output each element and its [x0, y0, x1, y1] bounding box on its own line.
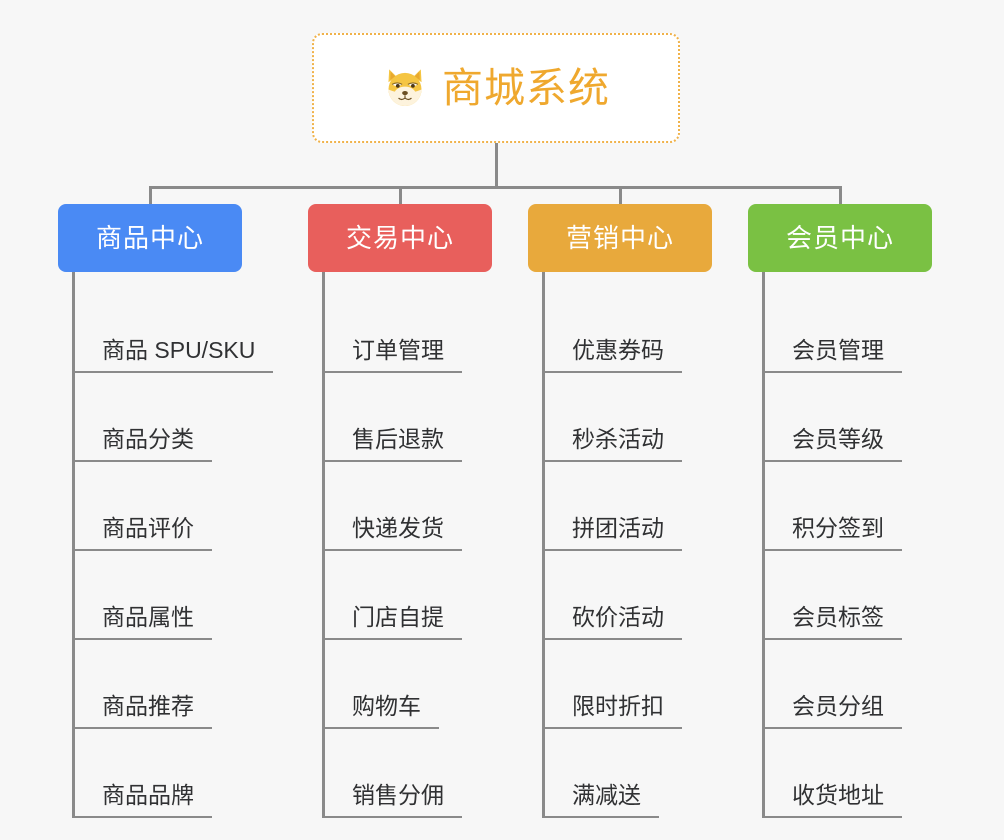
leaf-item-label: 商品分类	[72, 428, 212, 462]
leaf-item-label: 购物车	[322, 695, 439, 729]
leaf-item[interactable]: 限时折扣	[542, 640, 682, 729]
leaf-item-label: 快递发货	[322, 517, 462, 551]
root-stem	[495, 143, 498, 186]
leaf-item-label: 售后退款	[322, 428, 462, 462]
leaf-item-label: 满减送	[542, 784, 659, 818]
leaf-item-label: 砍价活动	[542, 606, 682, 640]
leaf-item-label: 会员标签	[762, 606, 902, 640]
leaf-item-label: 商品 SPU/SKU	[72, 339, 274, 373]
leaf-spine	[542, 284, 545, 818]
leaf-item[interactable]: 售后退款	[322, 373, 462, 462]
leaf-item[interactable]: 订单管理	[322, 284, 462, 373]
category-label: 营销中心	[565, 223, 674, 253]
leaf-item-label: 收货地址	[762, 784, 902, 818]
leaf-item-label: 会员管理	[762, 339, 902, 373]
leaf-item[interactable]: 砍价活动	[542, 551, 682, 640]
leaf-item[interactable]: 快递发货	[322, 462, 462, 551]
leaf-item[interactable]: 积分签到	[762, 462, 902, 551]
leaf-stem-3	[542, 272, 545, 284]
category-box-4[interactable]: 会员中心	[748, 204, 932, 272]
leaf-item[interactable]: 购物车	[322, 640, 439, 729]
branch-stem-3	[619, 186, 622, 204]
leaf-item-label: 商品属性	[72, 606, 212, 640]
leaf-item[interactable]: 满减送	[542, 729, 659, 818]
leaf-item-label: 商品品牌	[72, 784, 212, 818]
leaf-item-label: 会员分组	[762, 695, 902, 729]
leaf-item[interactable]: 商品推荐	[72, 640, 212, 729]
leaf-item-label: 商品评价	[72, 517, 212, 551]
category-label: 交易中心	[345, 223, 454, 253]
leaf-item[interactable]: 商品属性	[72, 551, 212, 640]
leaf-item[interactable]: 会员分组	[762, 640, 902, 729]
leaf-stem-2	[322, 272, 325, 284]
leaf-item-label: 商品推荐	[72, 695, 212, 729]
leaf-item[interactable]: 会员管理	[762, 284, 902, 373]
horizontal-bus	[150, 186, 840, 189]
category-label: 会员中心	[785, 223, 894, 253]
leaf-item[interactable]: 商品评价	[72, 462, 212, 551]
leaf-item[interactable]: 会员等级	[762, 373, 902, 462]
leaf-item-label: 销售分佣	[322, 784, 462, 818]
root-title: 商城系统	[442, 64, 610, 111]
leaf-item[interactable]: 商品分类	[72, 373, 212, 462]
leaf-item-label: 积分签到	[762, 517, 902, 551]
leaf-stem-4	[762, 272, 765, 284]
leaf-item[interactable]: 拼团活动	[542, 462, 682, 551]
leaf-item[interactable]: 收货地址	[762, 729, 902, 818]
leaf-stem-1	[72, 272, 75, 284]
leaf-item[interactable]: 门店自提	[322, 551, 462, 640]
leaf-item-label: 优惠券码	[542, 339, 682, 373]
leaf-item-label: 会员等级	[762, 428, 902, 462]
category-box-3[interactable]: 营销中心	[528, 204, 712, 272]
leaf-item[interactable]: 会员标签	[762, 551, 902, 640]
branch-stem-2	[399, 186, 402, 204]
leaf-item[interactable]: 秒杀活动	[542, 373, 682, 462]
leaf-spine	[762, 284, 765, 818]
leaf-item-label: 秒杀活动	[542, 428, 682, 462]
leaf-item[interactable]: 优惠券码	[542, 284, 682, 373]
root-node[interactable]: 商城系统	[312, 33, 680, 143]
leaf-item[interactable]: 商品 SPU/SKU	[72, 284, 274, 373]
leaf-item[interactable]: 商品品牌	[72, 729, 212, 818]
leaf-item-label: 限时折扣	[542, 695, 682, 729]
leaf-item-label: 订单管理	[322, 339, 462, 373]
leaf-item[interactable]: 销售分佣	[322, 729, 462, 818]
category-label: 商品中心	[95, 223, 204, 253]
branch-stem-4	[839, 186, 842, 204]
shiba-dog-icon	[388, 69, 422, 106]
leaf-item-label: 拼团活动	[542, 517, 682, 551]
category-box-2[interactable]: 交易中心	[308, 204, 492, 272]
branch-stem-1	[149, 186, 152, 204]
leaf-spine	[322, 284, 325, 818]
leaf-spine	[72, 284, 75, 818]
category-box-1[interactable]: 商品中心	[58, 204, 242, 272]
leaf-item-label: 门店自提	[322, 606, 462, 640]
